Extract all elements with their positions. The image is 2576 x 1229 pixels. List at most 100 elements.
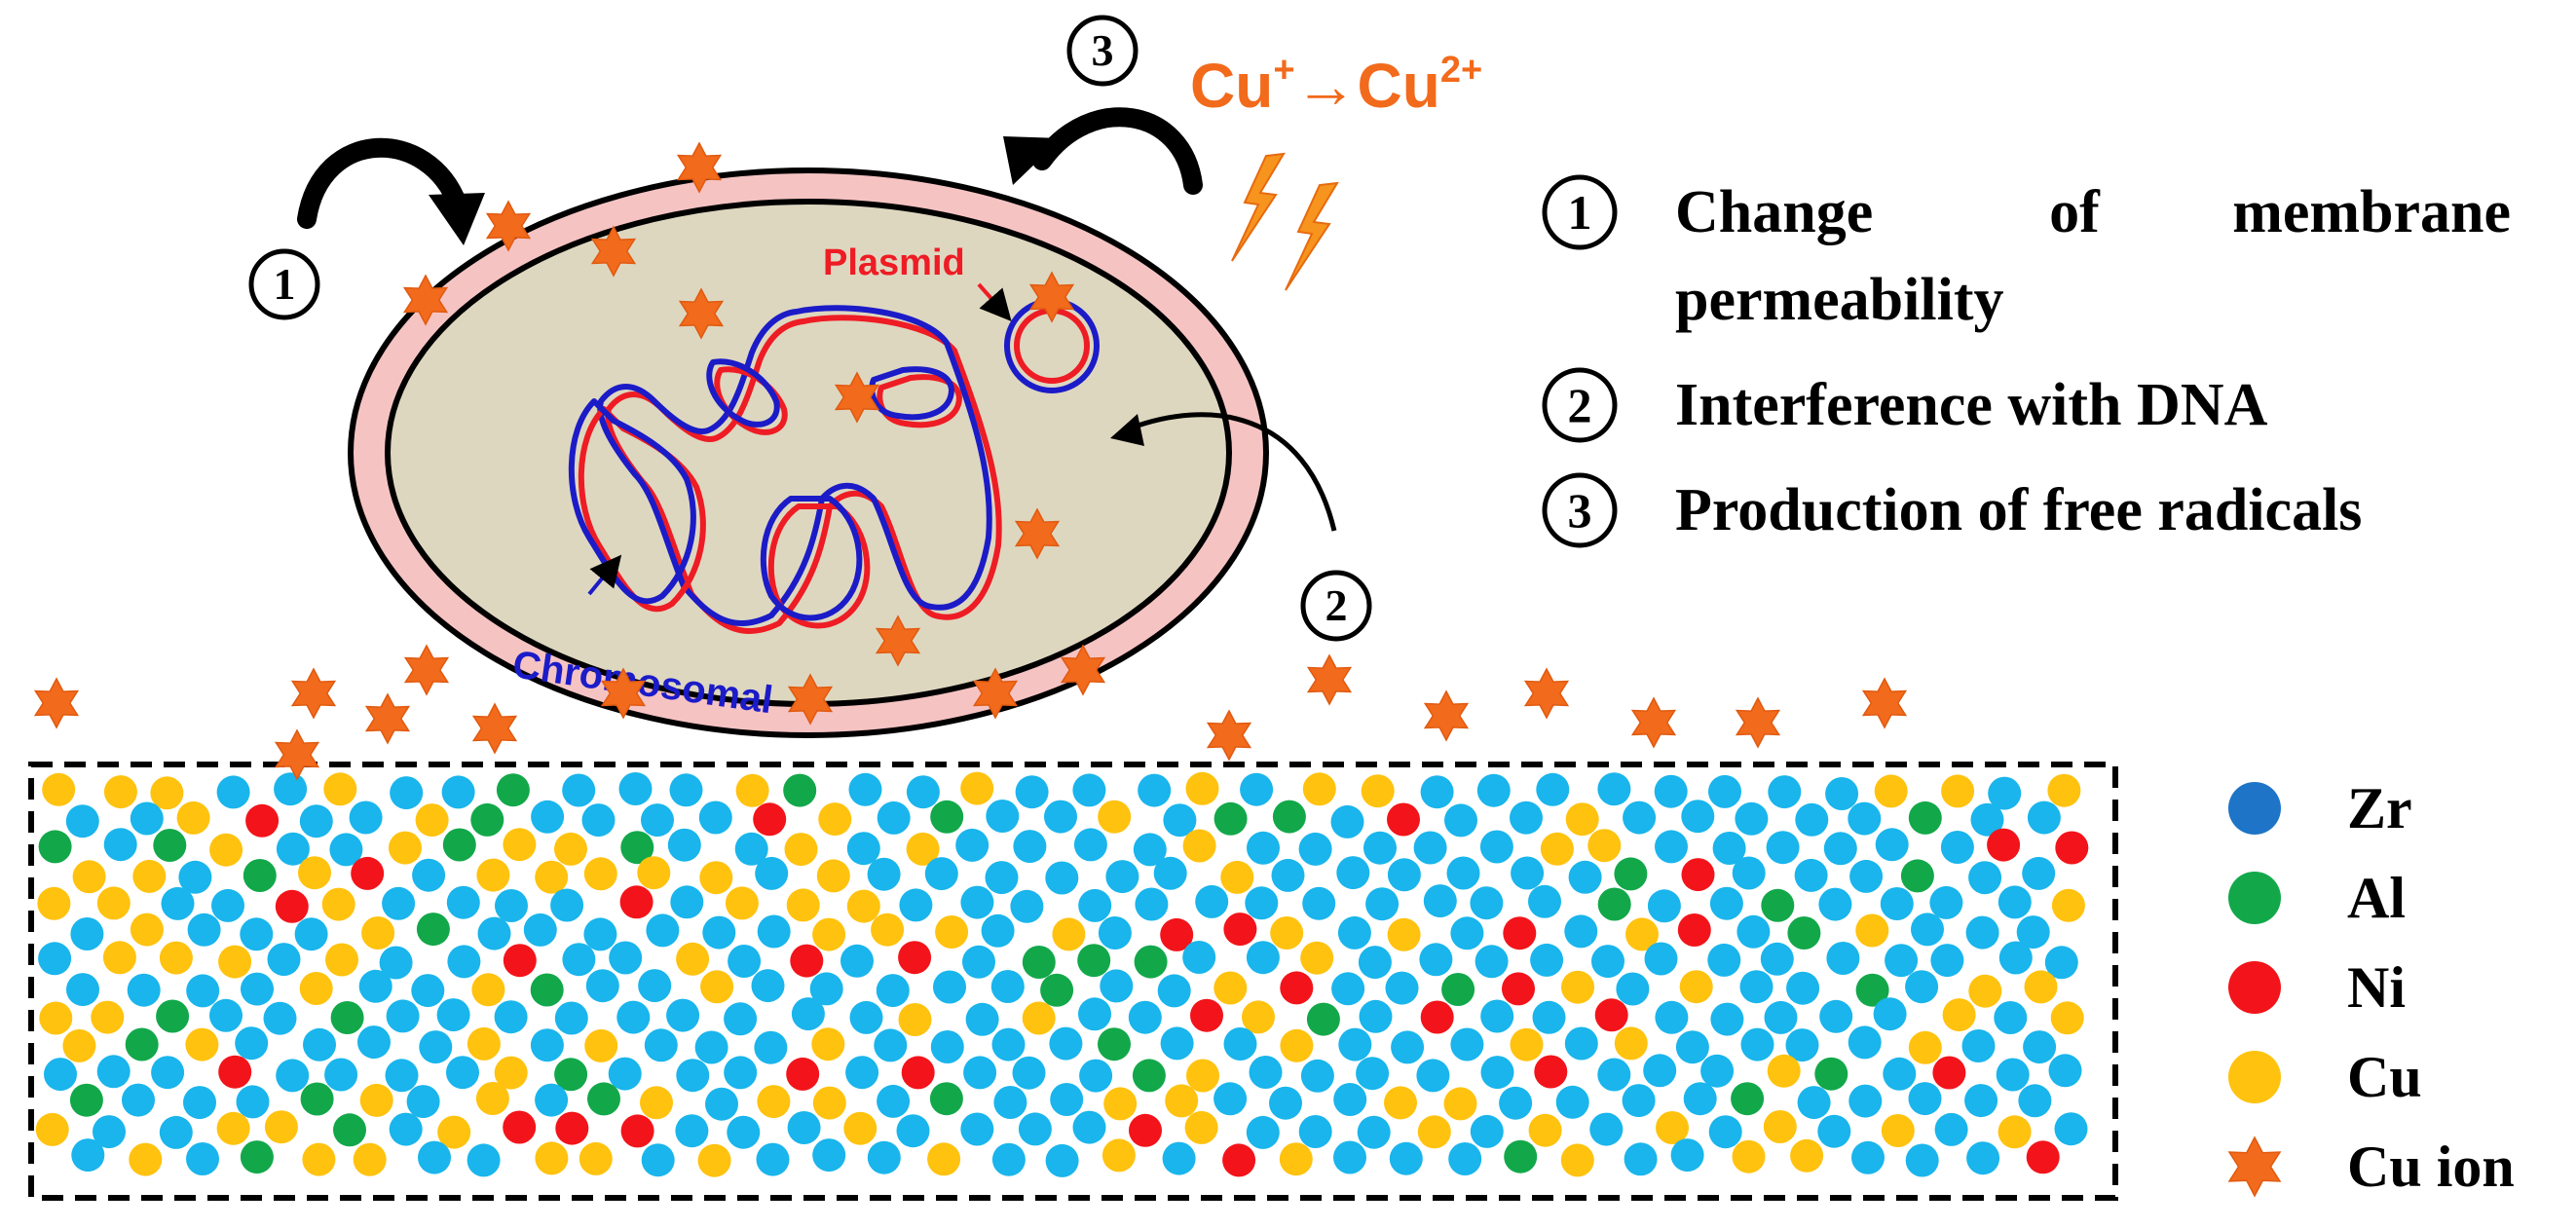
- cu-atom: [935, 915, 969, 949]
- zr-atom: [240, 917, 274, 951]
- zr-atom: [1153, 856, 1187, 890]
- al-atom: [156, 999, 190, 1033]
- zr-atom: [1162, 1141, 1196, 1175]
- zr-atom: [1419, 943, 1453, 977]
- cu-atom: [1220, 860, 1254, 894]
- ni-atom: [898, 941, 932, 975]
- star-icon: [1630, 696, 1677, 749]
- star-icon: [1735, 696, 1781, 749]
- zr-atom: [641, 803, 674, 838]
- zr-atom: [267, 943, 301, 977]
- zr-atom: [845, 1056, 879, 1090]
- zr-atom: [1133, 833, 1167, 867]
- zr-atom: [1336, 856, 1370, 890]
- cu-atom: [1384, 1086, 1417, 1120]
- zr-atom: [216, 775, 250, 809]
- al-atom: [1614, 857, 1648, 891]
- marker-two-number: 2: [1325, 580, 1348, 630]
- zr-atom: [1530, 943, 1564, 977]
- zr-atom: [1213, 1082, 1248, 1116]
- zr-atom: [1138, 773, 1172, 807]
- zr-atom: [1766, 831, 1800, 865]
- zr-atom: [1302, 886, 1336, 920]
- zr-atom: [1044, 800, 1077, 834]
- zr-atom: [103, 828, 137, 862]
- ni-atom: [2026, 1140, 2060, 1174]
- zr-atom: [1413, 831, 1447, 865]
- zr-atom: [1358, 946, 1392, 980]
- zr-atom: [1736, 914, 1771, 949]
- cu-atom: [437, 1115, 471, 1149]
- ni-atom: [1681, 858, 1715, 892]
- zr-atom: [1965, 915, 1999, 950]
- cu-atom: [1361, 774, 1395, 808]
- zr-atom: [1356, 1057, 1390, 1091]
- legend-label-al: Al: [2347, 866, 2406, 930]
- star-icon: [678, 287, 725, 340]
- zr-atom: [66, 973, 99, 1007]
- star-icon: [33, 677, 80, 729]
- mechanism-3-text: Production of free radicals: [1675, 477, 2362, 543]
- zr-atom: [1683, 1082, 1717, 1116]
- zr-atom: [1450, 916, 1484, 950]
- cu-atom: [818, 802, 852, 837]
- star-icon: [2227, 1136, 2282, 1198]
- zr-atom: [874, 1028, 908, 1062]
- zr-atom: [1875, 828, 1909, 862]
- cu-atom: [1022, 1001, 1056, 1035]
- ni-atom: [1594, 998, 1628, 1032]
- reaction-arrow: →: [1295, 51, 1358, 121]
- zr-atom: [178, 860, 212, 894]
- al-atom: [783, 773, 817, 807]
- ni-atom: [503, 1110, 537, 1144]
- cu-atom: [1184, 1110, 1218, 1144]
- zr-atom: [1964, 1084, 1998, 1118]
- zr-atom: [960, 885, 994, 919]
- star-icon: [1206, 709, 1252, 762]
- mechanism-item-2: 2 Interference with DNA: [1542, 367, 2268, 443]
- zr-atom: [1135, 887, 1169, 921]
- zr-atom: [276, 1059, 310, 1093]
- legend-label-cu: Cu: [2347, 1045, 2422, 1109]
- al-atom: [496, 773, 530, 807]
- zr-atom: [1934, 1112, 1968, 1146]
- zr-atom: [727, 1115, 761, 1149]
- cu-atom: [415, 803, 449, 838]
- cu-atom: [1679, 970, 1713, 1004]
- al-atom: [1504, 1139, 1538, 1173]
- cu-atom: [1302, 772, 1336, 806]
- zr-atom: [583, 917, 617, 951]
- zr-atom: [963, 1056, 997, 1090]
- zr-atom: [495, 889, 528, 922]
- zr-atom: [1681, 800, 1715, 834]
- lightning-bolt-icons: [1231, 152, 1339, 291]
- curved-arrow-head-1: [429, 193, 485, 245]
- zr-atom: [1389, 1141, 1423, 1175]
- zr-atom: [1911, 912, 1944, 947]
- al-atom: [1814, 1057, 1848, 1091]
- cu-atom: [1855, 913, 1889, 948]
- cu-atom: [471, 973, 505, 1007]
- reaction-cu-a: Cu: [1190, 51, 1273, 121]
- zr-atom: [1961, 1029, 1996, 1062]
- al-atom: [1731, 1082, 1765, 1116]
- cu-atom: [1732, 1139, 1766, 1173]
- curved-arrow-head-2: [1110, 414, 1144, 446]
- cu-atom: [216, 1111, 250, 1145]
- zr-atom: [616, 1000, 651, 1034]
- zr-atom: [1675, 1030, 1709, 1064]
- zr-atom: [812, 1138, 846, 1173]
- cu-atom: [906, 832, 940, 866]
- zr-atom: [96, 1055, 131, 1089]
- zr-atom: [441, 775, 475, 809]
- zr-atom: [1622, 1084, 1656, 1118]
- legend-item-zr: Zr: [2228, 776, 2412, 840]
- legend-label-ni: Ni: [2347, 955, 2406, 1020]
- zr-atom: [705, 1087, 738, 1121]
- curved-arrow-icon-3: [1032, 107, 1203, 195]
- zr-atom: [1078, 888, 1112, 922]
- legend-label-zr: Zr: [2347, 776, 2412, 840]
- zr-atom: [1670, 1138, 1704, 1173]
- zr-atom: [379, 946, 413, 980]
